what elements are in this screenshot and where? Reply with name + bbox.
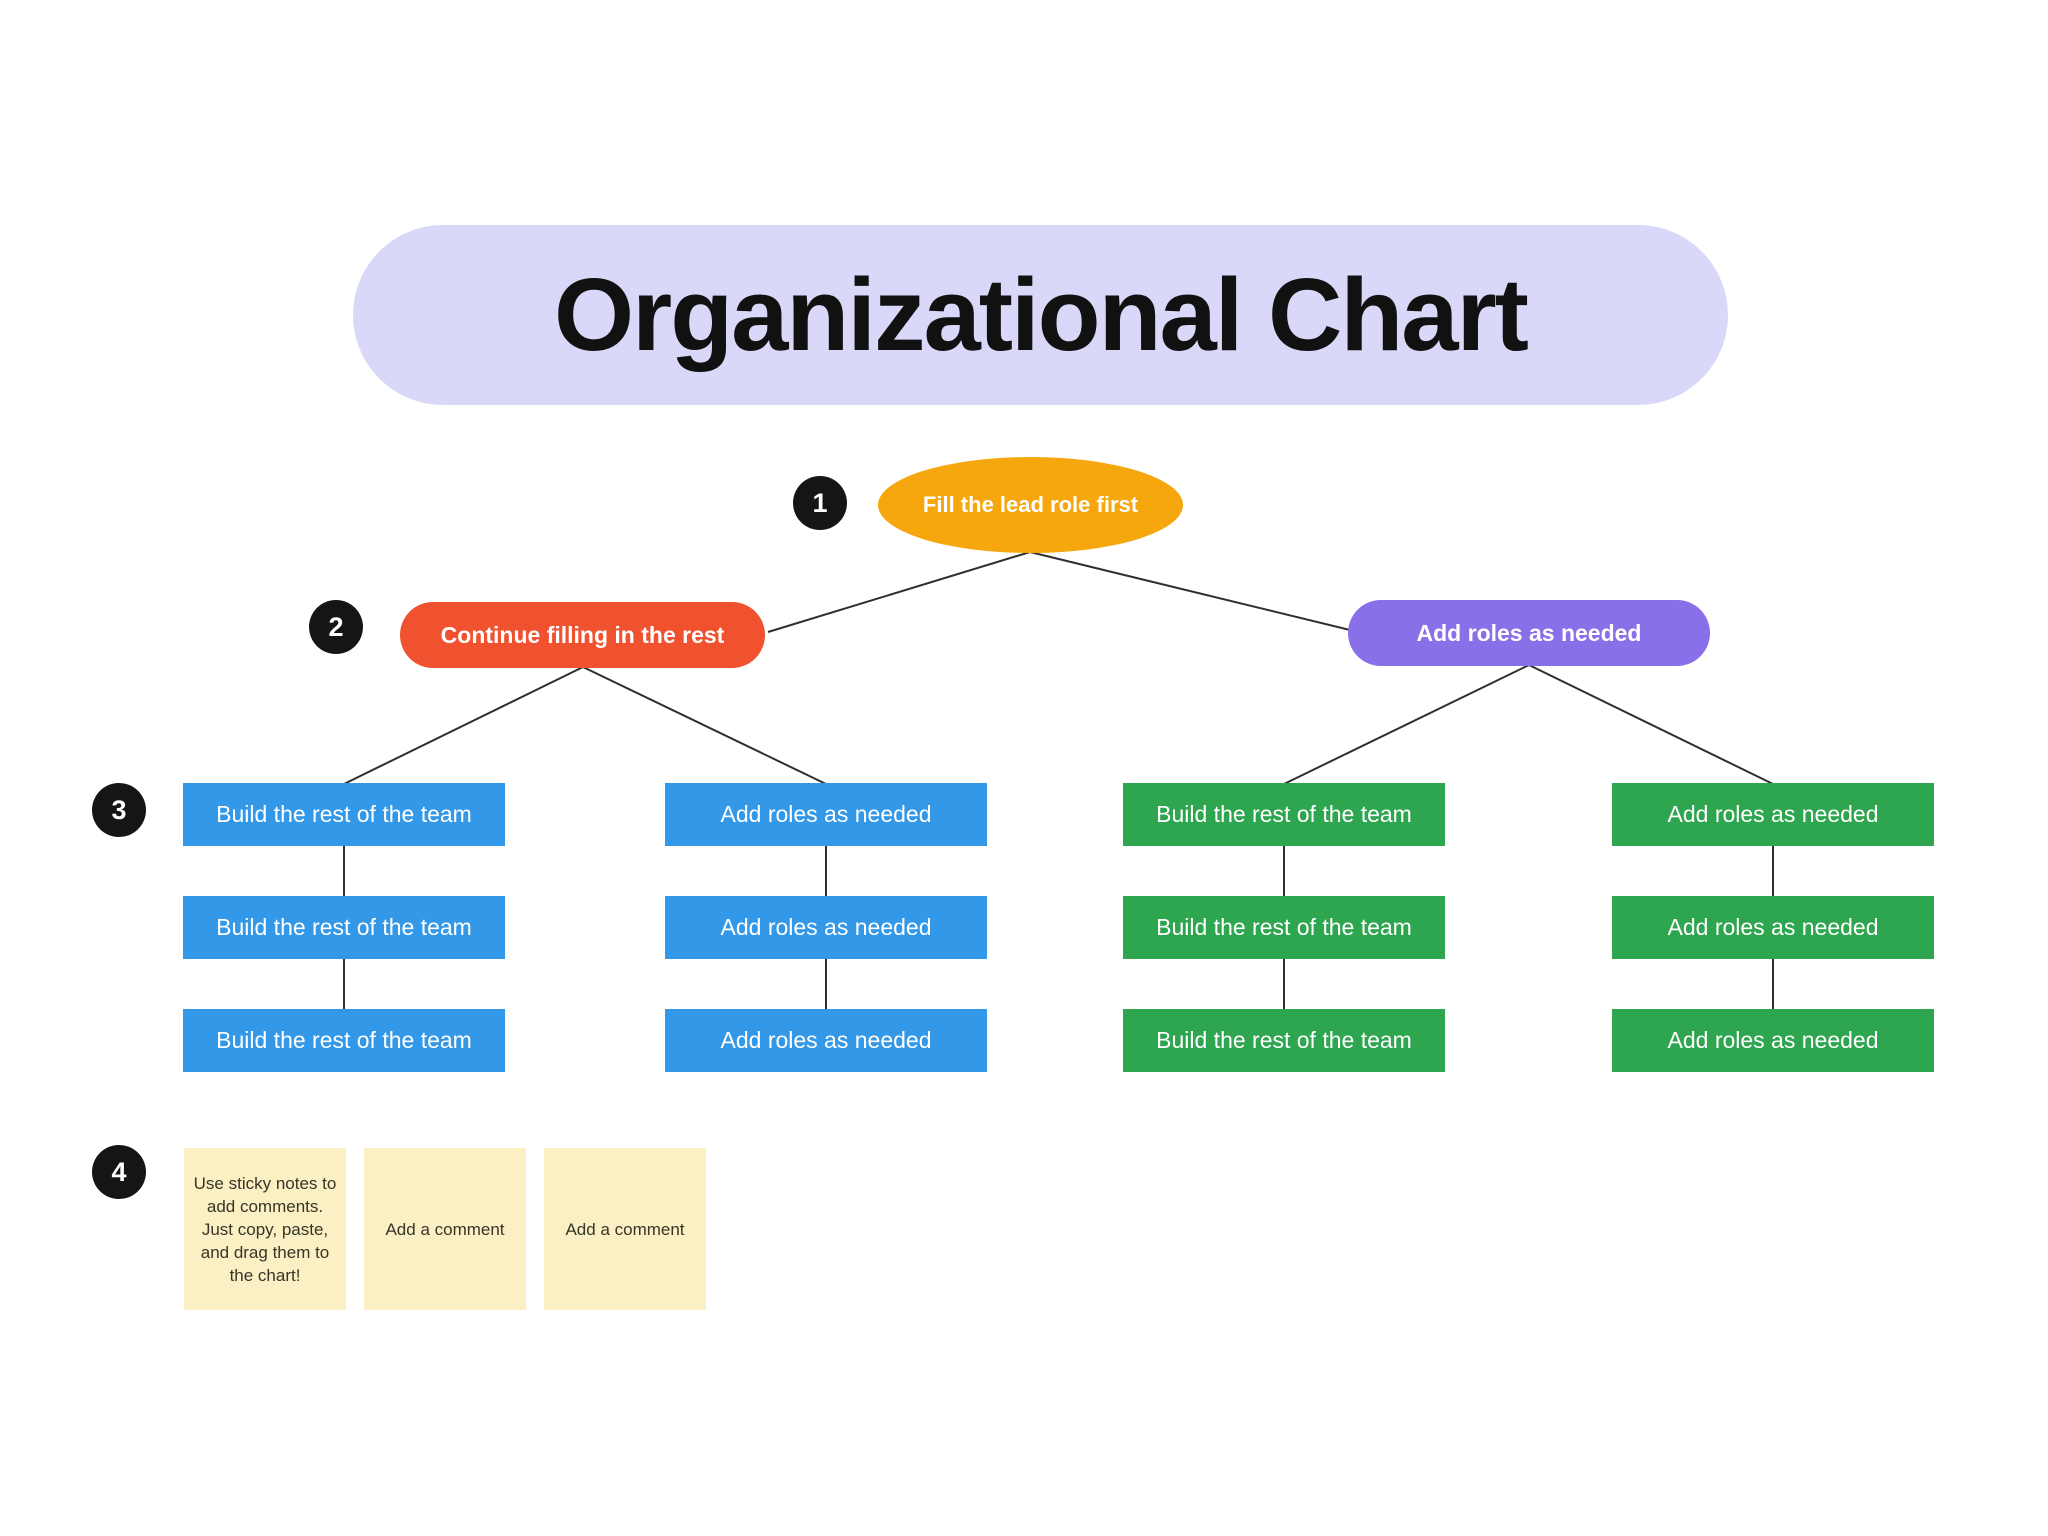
org-box[interactable]: Add roles as needed [1612,1009,1934,1072]
step-badge-1: 1 [793,476,847,530]
step-badge-3: 3 [92,783,146,837]
org-box[interactable]: Add roles as needed [665,896,987,959]
step-badge-2: 2 [309,600,363,654]
org-box[interactable]: Add roles as needed [1612,783,1934,846]
sticky-note[interactable]: Add a comment [364,1148,526,1310]
sticky-note-instructions[interactable]: Use sticky notes to add comments. Just c… [184,1148,346,1310]
org-node-branch-right[interactable]: Add roles as needed [1348,600,1710,666]
page-title: Organizational Chart [554,257,1529,372]
title-banner[interactable]: Organizational Chart [353,225,1728,405]
org-box[interactable]: Add roles as needed [665,783,987,846]
org-node-lead[interactable]: Fill the lead role first [878,457,1183,553]
org-node-branch-left[interactable]: Continue filling in the rest [400,602,765,668]
org-box[interactable]: Add roles as needed [1612,896,1934,959]
org-box[interactable]: Build the rest of the team [1123,783,1445,846]
sticky-note[interactable]: Add a comment [544,1148,706,1310]
org-box[interactable]: Build the rest of the team [183,1009,505,1072]
org-box[interactable]: Build the rest of the team [183,783,505,846]
org-box[interactable]: Build the rest of the team [183,896,505,959]
org-box[interactable]: Add roles as needed [665,1009,987,1072]
org-box[interactable]: Build the rest of the team [1123,896,1445,959]
step-badge-4: 4 [92,1145,146,1199]
org-box[interactable]: Build the rest of the team [1123,1009,1445,1072]
